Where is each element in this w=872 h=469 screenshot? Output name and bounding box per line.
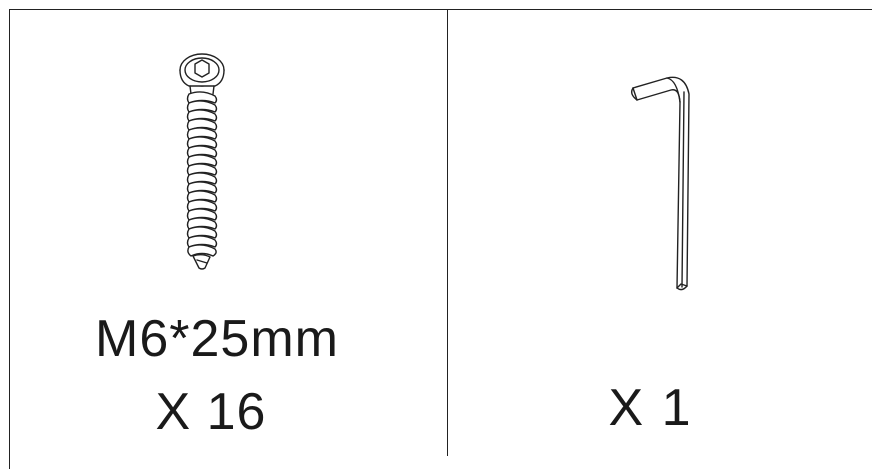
column-divider [447,9,448,456]
screw-size-label: M6*25mm [95,310,339,368]
panel-screw: M6*25mm X 16 [11,10,447,456]
allen-key-icon [630,76,690,291]
hex-key-quantity-label: X 1 [608,379,693,437]
parts-table-frame [9,9,872,469]
screw-quantity-label: X 16 [155,383,267,441]
hex-socket-screw-icon [179,53,225,270]
panel-hex-key: X 1 [449,10,872,456]
